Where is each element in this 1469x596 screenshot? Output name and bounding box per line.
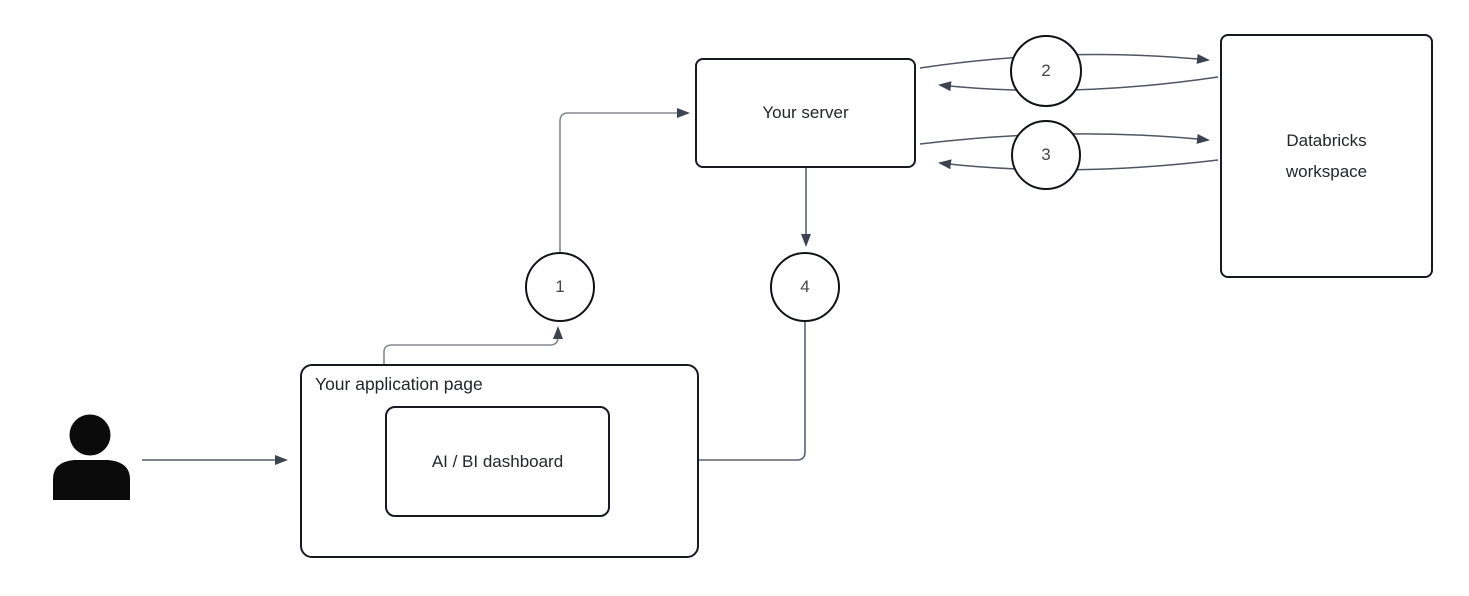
connector-app-page-to-step1 — [383, 326, 563, 364]
step-1-number: 1 — [555, 277, 565, 296]
dashboard-node: AI / BI dashboard — [385, 406, 610, 517]
step-circle-2: 2 — [1010, 35, 1082, 107]
databricks-workspace-node: Databricks workspace — [1220, 34, 1433, 278]
app-page-node: Your application page — [300, 364, 699, 558]
step-4-number: 4 — [800, 277, 810, 296]
databricks-label-line2: workspace — [1285, 162, 1368, 181]
step-3-number: 3 — [1041, 145, 1051, 164]
server-node: Your server — [695, 58, 916, 168]
connector-step1-to-server — [559, 108, 690, 252]
server-label: Your server — [762, 103, 849, 122]
step-circle-1: 1 — [525, 252, 595, 322]
step-circle-3: 3 — [1011, 120, 1081, 190]
step-2-number: 2 — [1041, 61, 1051, 80]
person-icon — [53, 414, 130, 500]
connector-step4-to-dashboard — [619, 322, 806, 465]
app-page-label: Your application page — [315, 374, 483, 394]
step-circle-4: 4 — [770, 252, 840, 322]
databricks-label-line1: Databricks — [1286, 131, 1367, 150]
dashboard-label: AI / BI dashboard — [431, 451, 564, 471]
